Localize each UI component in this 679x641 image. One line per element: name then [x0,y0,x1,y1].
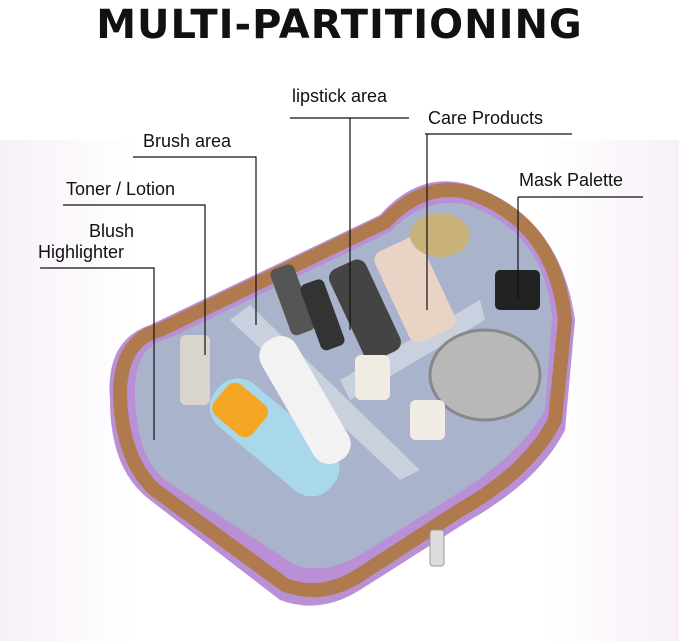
leader-lines [40,117,643,440]
leader-brush [133,156,257,325]
product-mirror [428,328,542,422]
leader-toner [63,204,206,355]
product-bottle [180,335,210,405]
product-lipstick [270,264,315,336]
label-toner-lotion: Toner / Lotion [66,179,176,199]
bag-trim [112,183,573,598]
label-brush-area: Brush area [143,131,232,151]
label-care-products: Care Products [428,108,544,128]
product-small-jar [355,355,390,400]
product-cap [212,382,268,438]
product-lipstick [300,279,345,351]
product-care-bottle [329,259,401,361]
label-mask-palette: Mask Palette [519,170,624,190]
label-lipstick-area: lipstick area [292,86,388,106]
label-blush: Blush [89,221,135,241]
product-jar [410,213,470,257]
zipper-pull [429,529,445,567]
leader-blush [40,267,155,440]
page-title: MULTI-PARTITIONING [96,2,583,48]
label-highlighter: Highlighter [38,242,125,262]
product-small-jar [410,400,445,440]
product-care-bottle [374,237,456,343]
product-tube [259,335,351,465]
